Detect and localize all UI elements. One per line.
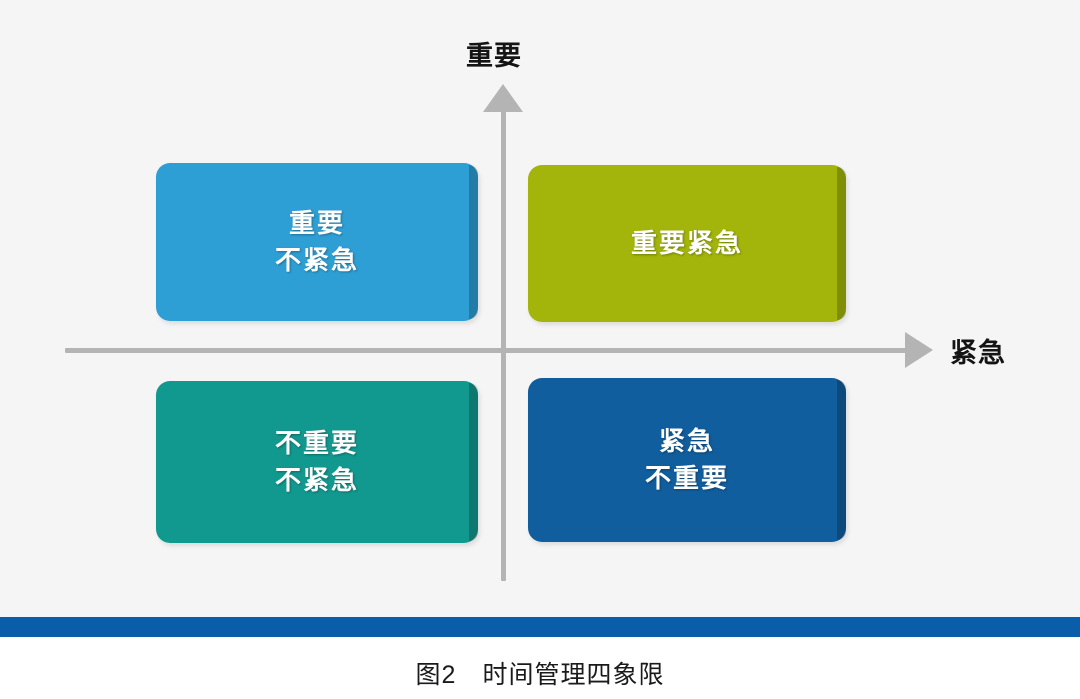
quadrant-not-important-not-urgent[interactable]: 不重要 不紧急 (156, 381, 478, 543)
quadrant-label-line-1: 重要 (288, 208, 345, 239)
horizontal-axis-line (65, 348, 917, 353)
bottom-divider-rule (0, 617, 1080, 637)
quadrant-label-line-1: 重要紧急 (630, 228, 743, 259)
quadrant-important-urgent[interactable]: 重要紧急 (528, 165, 846, 322)
quadrant-label-line-2: 不重要 (644, 463, 729, 493)
horizontal-axis-arrow-icon (905, 332, 933, 368)
quadrant-label-line-1: 紧急 (658, 426, 715, 457)
quadrant-label-line-2: 不紧急 (274, 245, 359, 275)
quadrant-label-line-2: 不紧急 (274, 465, 359, 495)
vertical-axis-label: 重要 (466, 41, 522, 71)
quadrant-important-not-urgent[interactable]: 重要 不紧急 (156, 163, 478, 321)
vertical-axis-line (501, 104, 506, 581)
quadrant-urgent-not-important[interactable]: 紧急 不重要 (528, 378, 846, 542)
diagram-canvas: 重要 紧急 重要 不紧急 重要紧急 不重要 不紧急 紧急 不重要 (65, 41, 1006, 581)
vertical-axis-arrow-icon (483, 84, 523, 112)
quadrant-label-line-1: 不重要 (274, 428, 359, 459)
figure-caption: 图2 时间管理四象限 (415, 661, 665, 689)
horizontal-axis-label: 紧急 (950, 338, 1006, 368)
